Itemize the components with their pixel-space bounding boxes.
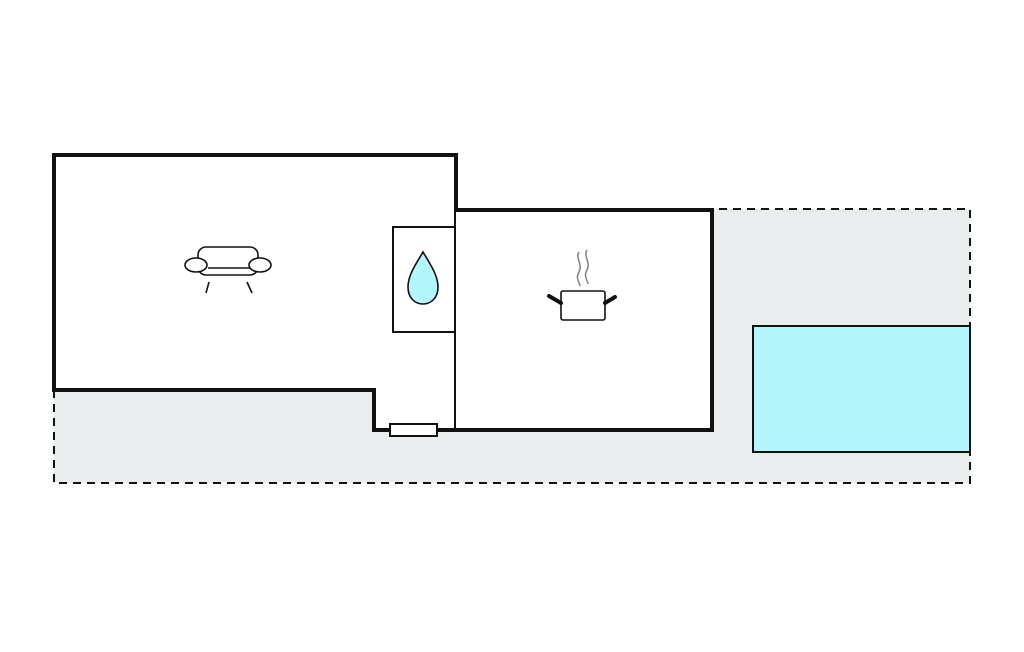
cooking-pot-icon (547, 249, 617, 321)
house-interior (54, 155, 712, 430)
sofa-icon (184, 246, 272, 294)
swimming-pool (752, 325, 971, 453)
exterior-walls (52, 153, 714, 432)
outdoor-terrace (54, 209, 970, 483)
terrace-dashed-outline (53, 208, 971, 484)
entrance-door (389, 423, 438, 437)
water-drop-icon (407, 250, 439, 305)
